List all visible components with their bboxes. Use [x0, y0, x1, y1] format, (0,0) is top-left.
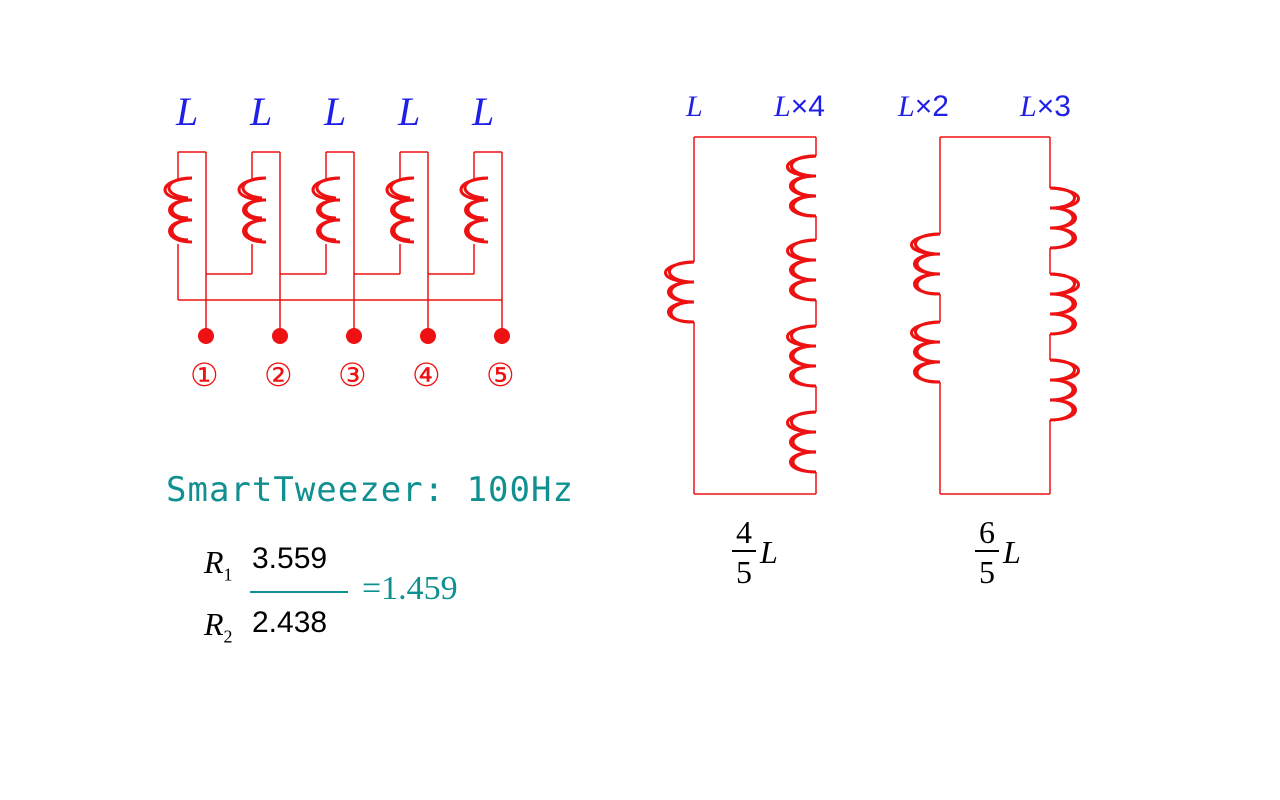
- terminal-dot-5: [494, 328, 510, 344]
- r1-label: R1: [204, 544, 233, 585]
- right-circuit-diagram: [664, 136, 1080, 495]
- fraction-a-numerator: 4: [736, 514, 752, 550]
- inductor-label-3: L: [324, 89, 347, 134]
- fraction-a-variable: L: [760, 533, 778, 570]
- terminal-dot-2: [272, 328, 288, 344]
- inductor-label-5: L: [472, 89, 495, 134]
- terminal-label-1: ①: [190, 357, 219, 393]
- terminal-label-2: ②: [264, 357, 293, 393]
- circuit-b: [910, 136, 1080, 495]
- terminal-label-3: ③: [338, 357, 367, 393]
- circuit-a: [664, 136, 818, 495]
- result-fraction-b: 6 5 L: [975, 516, 1021, 588]
- terminal-dot-1: [198, 328, 214, 344]
- r1-value: 3.559: [252, 542, 328, 575]
- measurement-title: SmartTweezer: 100Hz: [166, 470, 574, 510]
- terminal-label-4: ④: [412, 357, 441, 393]
- result-fraction-a: 4 5 L: [732, 516, 778, 588]
- terminal-dot-3: [346, 328, 362, 344]
- ratio-divider: [250, 591, 348, 593]
- right-label-2: L×4: [774, 90, 825, 123]
- fraction-b-variable: L: [1003, 533, 1021, 570]
- terminal-label-5: ⑤: [486, 357, 515, 393]
- inductor-label-2: L: [250, 89, 273, 134]
- right-label-3: L×2: [898, 90, 949, 123]
- inductor-label-1: L: [176, 89, 199, 134]
- inductor-1: [163, 151, 207, 336]
- fraction-b-denominator: 5: [979, 554, 995, 590]
- fraction-a-denominator: 5: [736, 554, 752, 590]
- inductor-3: [280, 151, 355, 336]
- inductor-5: [428, 151, 503, 336]
- fraction-b-numerator: 6: [979, 514, 995, 550]
- r2-value: 2.438: [252, 606, 328, 639]
- right-label-1: L: [686, 90, 703, 123]
- ratio-result: =1.459: [362, 570, 458, 607]
- inductor-4: [354, 151, 429, 336]
- terminal-dot-4: [420, 328, 436, 344]
- inductor-2: [206, 151, 281, 336]
- inductor-label-4: L: [398, 89, 421, 134]
- r2-label: R2: [204, 606, 233, 647]
- right-label-4: L×3: [1020, 90, 1071, 123]
- left-circuit-diagram: [163, 151, 510, 344]
